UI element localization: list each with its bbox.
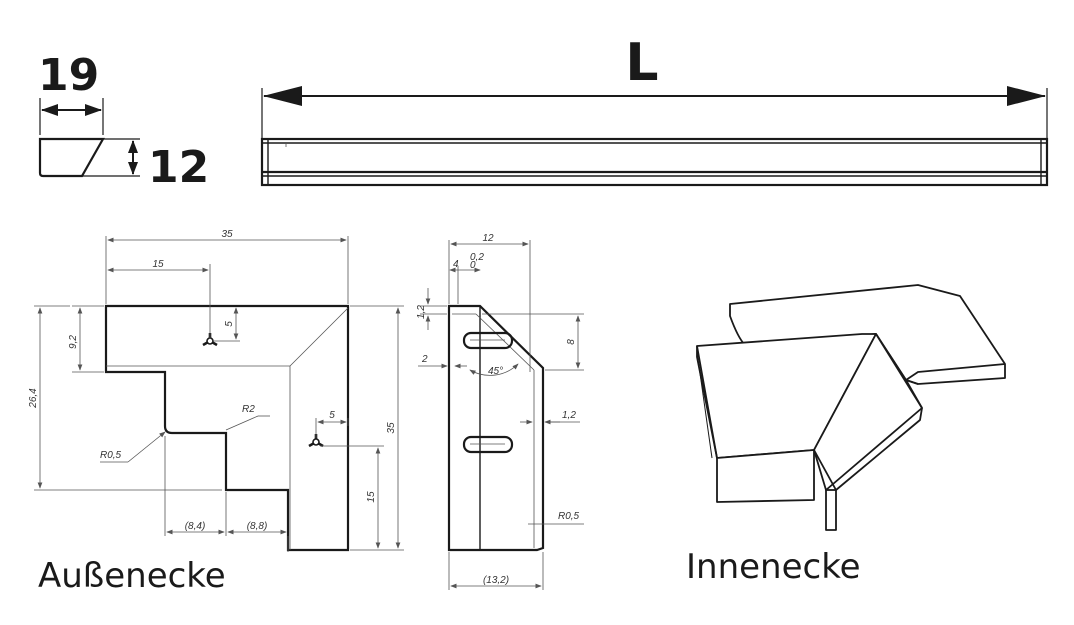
outer-corner-drawing: 35 15 9,2 5 26,4 R2 R0,5 5 3	[28, 229, 404, 596]
dim-8-8: (8,8)	[247, 521, 268, 532]
dim-12: 12	[482, 233, 494, 244]
dim-9-2: 9,2	[68, 335, 79, 349]
dim-tol: 0,2	[470, 252, 484, 263]
side-view-drawing: 12 4 0,2 0 1,2 8 2 45° 1,2 R0,5	[416, 233, 584, 590]
dim-5-b: 5	[329, 410, 335, 421]
dim-tol0: 0	[470, 260, 476, 271]
miter-line	[289, 307, 349, 367]
inner-corner-caption: Innenecke	[686, 547, 861, 587]
height-dimension-arrow	[128, 140, 138, 175]
inner-corner-drawing	[696, 284, 1006, 531]
width-dimension-arrow	[41, 104, 102, 116]
bar-outline	[260, 137, 1049, 187]
length-label: L	[625, 33, 658, 93]
profile-width-label: 19	[38, 50, 99, 101]
dim-35-right: 35	[386, 422, 397, 434]
dim-8: 8	[566, 339, 577, 345]
dim-15-right: 15	[366, 491, 377, 503]
dim-r2: R2	[242, 404, 255, 415]
dim-r0-5-outer: R0,5	[100, 450, 122, 461]
slot-bottom	[462, 435, 514, 454]
dim-15-top: 15	[152, 259, 164, 270]
dim-5-a: 5	[224, 321, 235, 327]
dim-r0-5-side: R0,5	[558, 511, 580, 522]
dim-1-2-top: 1,2	[416, 305, 427, 319]
outer-corner-outline	[104, 304, 350, 552]
dim-8-4: (8,4)	[185, 521, 206, 532]
profile-cross-section: 19 12	[38, 50, 209, 193]
inner-corner-front-left	[716, 449, 815, 503]
profile-bar: L	[260, 33, 1049, 187]
profile-shape	[38, 137, 105, 178]
dim-45: 45°	[488, 366, 503, 377]
dim-2: 2	[421, 354, 428, 365]
dim-26-4: 26,4	[28, 388, 39, 409]
dim-4: 4	[453, 259, 459, 270]
profile-height-label: 12	[148, 142, 209, 193]
length-dimension-arrow	[263, 86, 1046, 106]
slot-top	[462, 331, 514, 350]
dim-35-top: 35	[221, 229, 233, 240]
dim-13-2: (13,2)	[483, 575, 509, 586]
outer-corner-caption: Außenecke	[38, 556, 226, 596]
dim-1-2-right: 1,2	[562, 410, 576, 421]
